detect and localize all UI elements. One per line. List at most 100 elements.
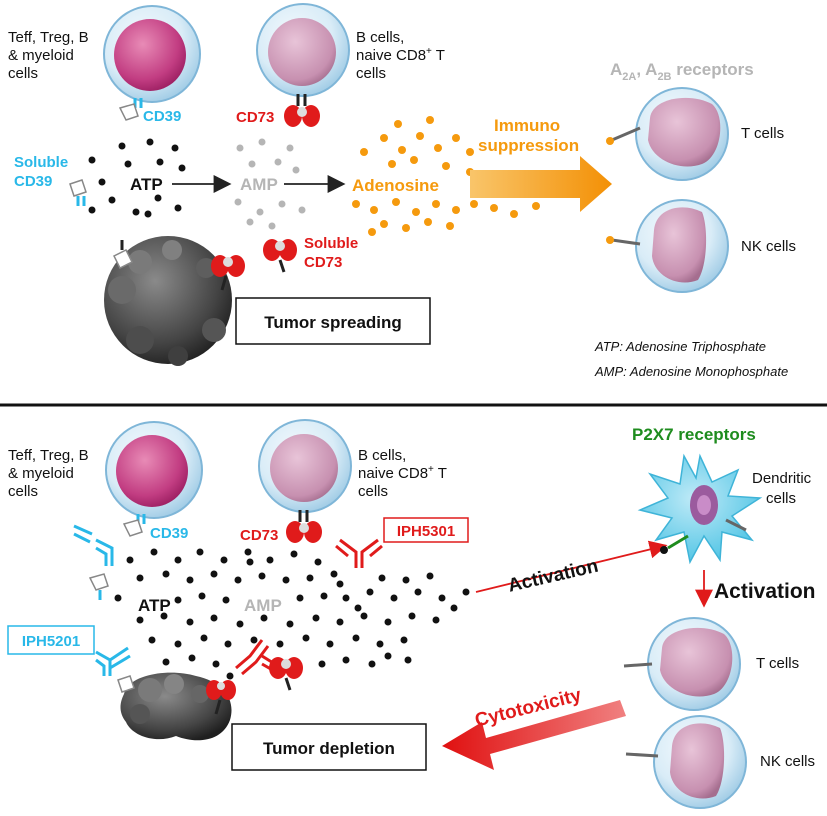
top-cells-left-line1: Teff, Treg, B (8, 29, 89, 46)
bottom-cd39-label: CD39 (150, 525, 188, 542)
top-receptor-a: A (610, 60, 622, 79)
top-receptor-a-sub: 2A (622, 71, 636, 83)
enzyme-icon (69, 179, 87, 206)
bottom-amp-label: AMP (244, 596, 282, 615)
top-panel: CD39 Teff, Treg, B & myeloid cells CD73 … (8, 3, 796, 379)
top-t-cells-label: T cells (741, 125, 784, 142)
enzyme-icon (286, 510, 322, 543)
top-atp-dots (88, 138, 186, 218)
top-cd8-sup: + (426, 46, 432, 57)
lymphocyte-cell-icon (635, 199, 729, 293)
iph5201-label: IPH5201 (22, 633, 80, 650)
enzyme-icon (118, 98, 143, 121)
top-cd39-label: CD39 (143, 108, 181, 125)
enzyme-icon (206, 680, 236, 715)
dendritic-line1: Dendritic (752, 470, 812, 487)
top-atp-label: ATP (130, 175, 163, 194)
bottom-cells-mid-line2: naive CD8+ T (358, 464, 447, 482)
top-cells-left-line3: cells (8, 65, 38, 82)
top-adenosine-label: Adenosine (352, 176, 439, 195)
receptor-icon (606, 126, 641, 145)
top-cells-mid-line2: naive CD8+ T (356, 46, 445, 64)
enzyme-icon (117, 675, 135, 693)
bottom-cells-left-line3: cells (8, 483, 38, 500)
enzyme-icon (284, 94, 320, 127)
top-nk-cells-label: NK cells (741, 238, 796, 255)
lymphocyte-cell-icon (653, 715, 747, 809)
dendritic-line2: cells (766, 490, 796, 507)
lymphocyte-cell-icon (103, 5, 201, 103)
top-adenosine-dots (352, 116, 540, 236)
top-cells-left-line2: & myeloid (8, 47, 74, 64)
bottom-cd73-label: CD73 (240, 527, 278, 544)
receptor-icon (660, 534, 689, 554)
bottom-cd8-after: T (434, 465, 447, 482)
bottom-tumor-box-label: Tumor depletion (263, 739, 395, 758)
tumor-cell-icon (120, 672, 232, 741)
top-cd8-text: naive CD8 (356, 47, 426, 64)
top-soluble-cd39-line2: CD39 (14, 173, 52, 190)
bottom-tumor-box (231, 723, 427, 771)
bottom-cd8-sup: + (428, 464, 434, 475)
bottom-cells-mid-line3: cells (358, 483, 388, 500)
bottom-cells-mid-line1: B cells, (358, 447, 406, 464)
top-cells-mid-line3: cells (356, 65, 386, 82)
lymphocyte-cell-icon (256, 3, 350, 97)
top-amp-label: AMP (240, 175, 278, 194)
enzyme-icon (263, 239, 297, 273)
enzyme-icon (112, 240, 134, 270)
activation-arrow-1 (475, 540, 668, 593)
activation-label-2: Activation (714, 580, 816, 603)
top-cd8-after: T (432, 47, 445, 64)
top-tumor-box-label: Tumor spreading (264, 313, 402, 332)
bottom-cells-left-line1: Teff, Treg, B (8, 447, 89, 464)
top-soluble-cd39-line1: Soluble (14, 154, 68, 171)
bottom-nk-cells-label: NK cells (760, 753, 815, 770)
bottom-atp-dots (114, 548, 470, 686)
bottom-cells-left-line2: & myeloid (8, 465, 74, 482)
top-immuno-arrow (470, 156, 612, 212)
antibody-icon (73, 524, 114, 566)
receptor-icon (623, 662, 653, 668)
top-cells-mid-line1: B cells, (356, 29, 404, 46)
top-tumor-box (235, 297, 431, 345)
iph5201-box (7, 625, 95, 655)
top-receptor-rest: receptors (672, 60, 754, 79)
receptor-icon (725, 518, 747, 532)
top-soluble-cd73-line1: Soluble (304, 235, 358, 252)
receptor-icon (625, 752, 659, 758)
antibody-icon (95, 646, 131, 676)
bottom-panel: Teff, Treg, B & myeloid cells CD39 CD73 … (7, 419, 816, 809)
legend-amp: AMP: Adenosine Monophosphate (594, 364, 788, 379)
dendritic-cell-icon (637, 453, 763, 565)
top-receptor-b-sub: 2B (657, 71, 671, 83)
top-receptors-label: A2A, A2B receptors (610, 60, 754, 83)
lymphocyte-cell-icon (635, 87, 729, 181)
top-cd73-label: CD73 (236, 109, 274, 126)
enzyme-icon (211, 255, 245, 291)
receptor-icon (606, 236, 641, 246)
enzyme-icon (88, 573, 109, 600)
lymphocyte-cell-icon (258, 419, 352, 513)
top-immuno-line2: suppression (478, 136, 579, 155)
lymphocyte-cell-icon (647, 617, 741, 711)
top-amp-dots (234, 138, 306, 230)
bottom-t-cells-label: T cells (756, 655, 799, 672)
iph5301-box (383, 517, 469, 543)
lymphocyte-cell-icon (105, 421, 203, 519)
top-immuno-line1: Immuno (494, 116, 560, 135)
bottom-cd8-text: naive CD8 (358, 465, 428, 482)
p2x7-label: P2X7 receptors (632, 425, 756, 444)
tumor-cell-icon (104, 236, 232, 366)
cytotoxicity-arrow (442, 700, 626, 770)
legend-atp: ATP: Adenosine Triphosphate (594, 339, 766, 354)
iph5301-label: IPH5301 (397, 523, 455, 540)
enzyme-icon (269, 657, 303, 691)
antibody-icon (335, 538, 383, 568)
top-receptor-sep: , A (636, 60, 657, 79)
bottom-atp-label: ATP (138, 596, 171, 615)
top-soluble-cd73-line2: CD73 (304, 254, 342, 271)
enzyme-icon (122, 514, 146, 537)
activation-label-1: Activation (506, 556, 600, 597)
